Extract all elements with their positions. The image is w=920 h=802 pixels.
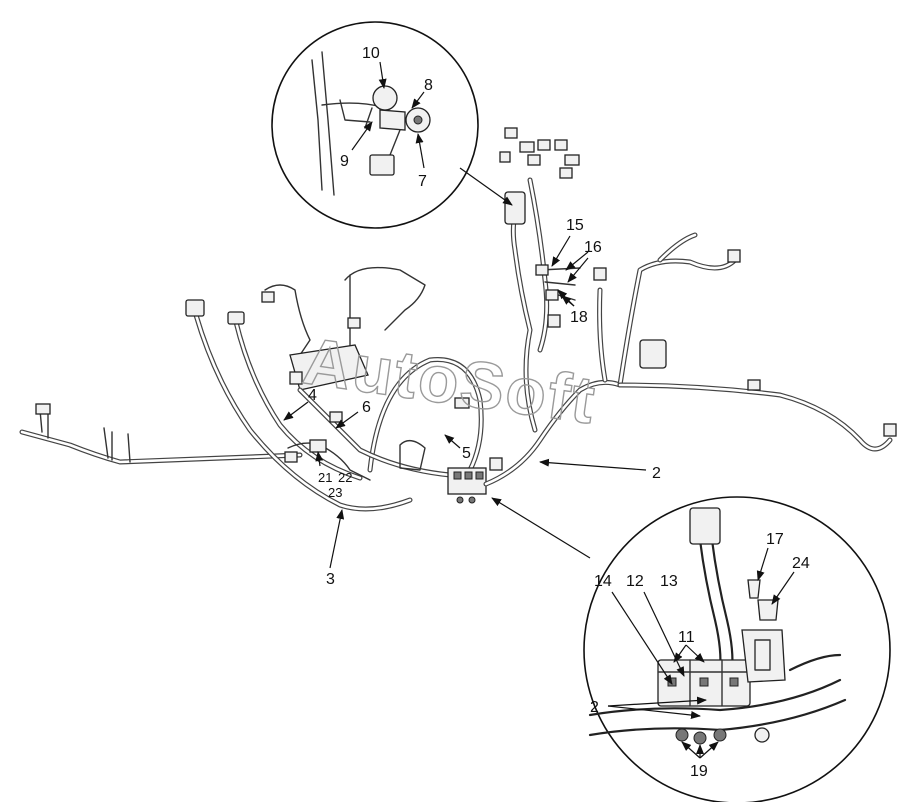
- connector-right-mid: [747, 379, 761, 391]
- callout-6: 6: [362, 399, 371, 416]
- callout-2-main: 2: [652, 465, 661, 482]
- connector-15: [535, 264, 549, 276]
- connector-6: [329, 411, 343, 423]
- connector-upper-c: [289, 371, 303, 385]
- callout-2-detail: 2: [590, 699, 599, 716]
- callout-17: 17: [766, 531, 784, 548]
- grommet-10: [372, 85, 398, 111]
- callout-10: 10: [362, 45, 380, 62]
- callout-19: 19: [690, 763, 708, 780]
- connector-trunk-top: [504, 191, 526, 225]
- callout-5: 5: [462, 445, 471, 462]
- connector-22: [284, 451, 298, 463]
- main-harness: [19, 127, 897, 512]
- callout-15: 15: [566, 217, 584, 234]
- callout-23: 23: [328, 485, 342, 500]
- callout-14: 14: [594, 573, 612, 590]
- callout-leaders: [283, 61, 795, 759]
- screw-19c: [713, 728, 727, 742]
- screw-19a: [675, 728, 689, 742]
- callout-9: 9: [340, 153, 349, 170]
- callout-4: 4: [308, 387, 317, 404]
- detail-circle-top: [271, 21, 479, 229]
- callout-12: 12: [626, 573, 644, 590]
- callout-18: 18: [570, 309, 588, 326]
- connector-cluster-top: [499, 127, 580, 179]
- connector-7: [369, 154, 395, 176]
- callout-3: 3: [326, 571, 335, 588]
- connector-left-top: [185, 299, 205, 317]
- connector-left-end: [35, 403, 51, 415]
- connector-18: [545, 289, 559, 301]
- callout-8: 8: [424, 77, 433, 94]
- relay-block: [447, 457, 503, 504]
- connector-plug-large: [689, 507, 721, 545]
- connector-left-mid: [227, 311, 245, 325]
- connector-low: [547, 314, 561, 328]
- callout-22: 22: [338, 470, 352, 485]
- connector-right-big: [639, 339, 667, 369]
- callout-24: 24: [792, 555, 810, 572]
- connector-16: [593, 267, 607, 281]
- connector-center: [454, 397, 470, 409]
- screw-19b: [693, 731, 707, 745]
- clip-17: [747, 579, 761, 599]
- connector-21: [309, 439, 327, 453]
- callout-21: 21: [318, 470, 332, 485]
- connector-right-top: [727, 249, 741, 263]
- callout-11: 11: [678, 629, 695, 646]
- callout-7: 7: [418, 173, 427, 190]
- detail-circle-bottom: [583, 496, 891, 802]
- watermark: AutoSoft: [299, 323, 601, 437]
- connector-upper-b: [347, 317, 361, 329]
- cap-24: [757, 599, 779, 621]
- connector-upper-a: [261, 291, 275, 303]
- callout-13: 13: [660, 573, 678, 590]
- callout-16: 16: [584, 239, 602, 256]
- callout-labels: 10 8 9 7 15 16 18 4 6 5 2 21 22 23 3 17 …: [308, 45, 810, 780]
- connector-right-end: [883, 423, 897, 437]
- relay-cover: [741, 629, 786, 683]
